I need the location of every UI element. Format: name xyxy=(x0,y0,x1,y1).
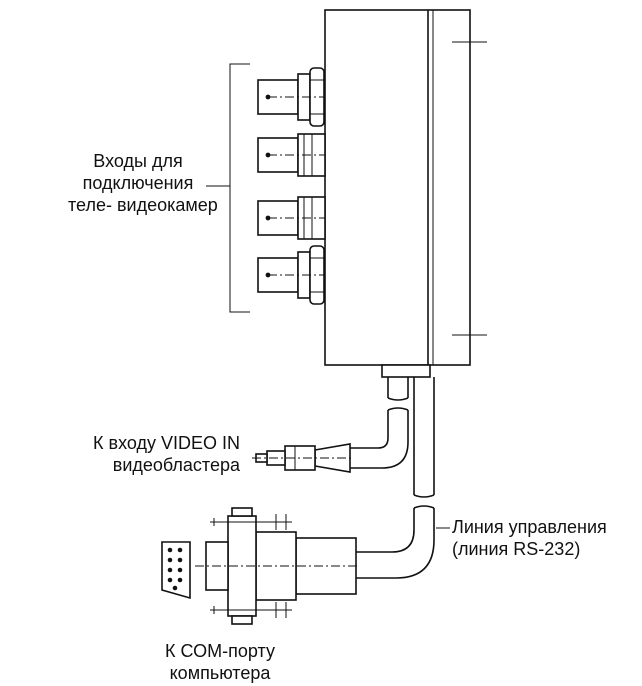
control-cable xyxy=(356,377,435,579)
inputs-label-line-2: подключения xyxy=(82,173,194,193)
video-in-label-line-2: видеобластера xyxy=(112,455,240,475)
com-label-line-1: К СОМ-порту xyxy=(165,641,275,661)
video-in-label-line-1: К входу VIDEO IN xyxy=(93,433,240,453)
bnc-connector-1 xyxy=(257,67,325,127)
capture-box xyxy=(324,9,487,366)
db9-pins xyxy=(167,547,183,591)
video-in-label: К входу VIDEO IN видеобластера xyxy=(40,432,240,476)
bnc-connector-4 xyxy=(257,245,325,305)
control-label-line-1: Линия управления xyxy=(452,517,607,537)
video-cable xyxy=(350,377,409,469)
inputs-label: Входы для подключения теле- видеокамер xyxy=(68,150,218,216)
com-port-label: К СОМ-порту компьютера xyxy=(140,640,300,684)
bnc-connector-2 xyxy=(257,133,326,177)
inputs-label-line-1: Входы для xyxy=(93,151,183,171)
control-line-label: Линия управления (линия RS-232) xyxy=(452,516,607,560)
bnc-connector-3 xyxy=(257,196,326,240)
inputs-bracket xyxy=(206,63,250,313)
control-label-line-2: (линия RS-232) xyxy=(452,539,581,559)
inputs-label-line-3: теле- видеокамер xyxy=(68,195,218,215)
db9-connector xyxy=(161,507,360,625)
cable-gland xyxy=(381,364,431,378)
com-label-line-2: компьютера xyxy=(169,663,271,683)
rca-plug xyxy=(252,443,352,473)
